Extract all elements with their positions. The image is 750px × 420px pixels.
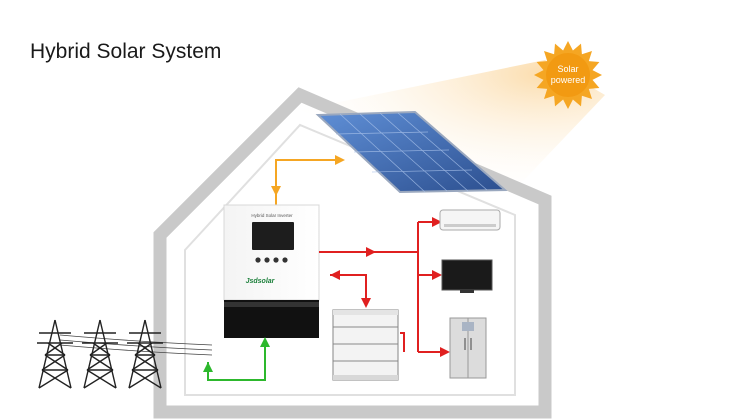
pylon-icon	[37, 319, 163, 389]
sun-icon: Solar powered	[534, 41, 602, 109]
grid-flow-arrows	[203, 337, 270, 372]
air-conditioner-icon	[439, 209, 501, 231]
tv-icon	[441, 259, 493, 293]
diagram-title: Hybrid Solar System	[30, 40, 222, 63]
pylon-strut	[89, 342, 111, 356]
pylon-strut	[83, 369, 117, 389]
pylon-strut	[128, 369, 162, 389]
pylon-strut	[134, 342, 156, 356]
inverter-screen-text: Hybrid Solar Inverter	[251, 213, 293, 218]
pylon-strut	[131, 354, 159, 371]
pylon-strut	[38, 369, 72, 389]
sun-label-line2: powered	[551, 75, 586, 85]
inverter-icon: Hybrid Solar Inverter Jsdsolar	[223, 204, 320, 338]
pylon-strut	[86, 354, 114, 371]
sun-label-line1: Solar	[557, 64, 578, 74]
pv-flow-line	[271, 155, 345, 205]
sunlight-beam	[300, 60, 605, 200]
refrigerator-icon	[449, 317, 487, 379]
load-flow-arrows	[330, 217, 450, 357]
pylon-strut	[41, 354, 69, 371]
inverter-brand: Jsdsolar	[246, 278, 276, 285]
battery-icon	[332, 309, 399, 381]
solar-panel-icon	[315, 110, 508, 194]
pylon-strut	[44, 342, 66, 356]
